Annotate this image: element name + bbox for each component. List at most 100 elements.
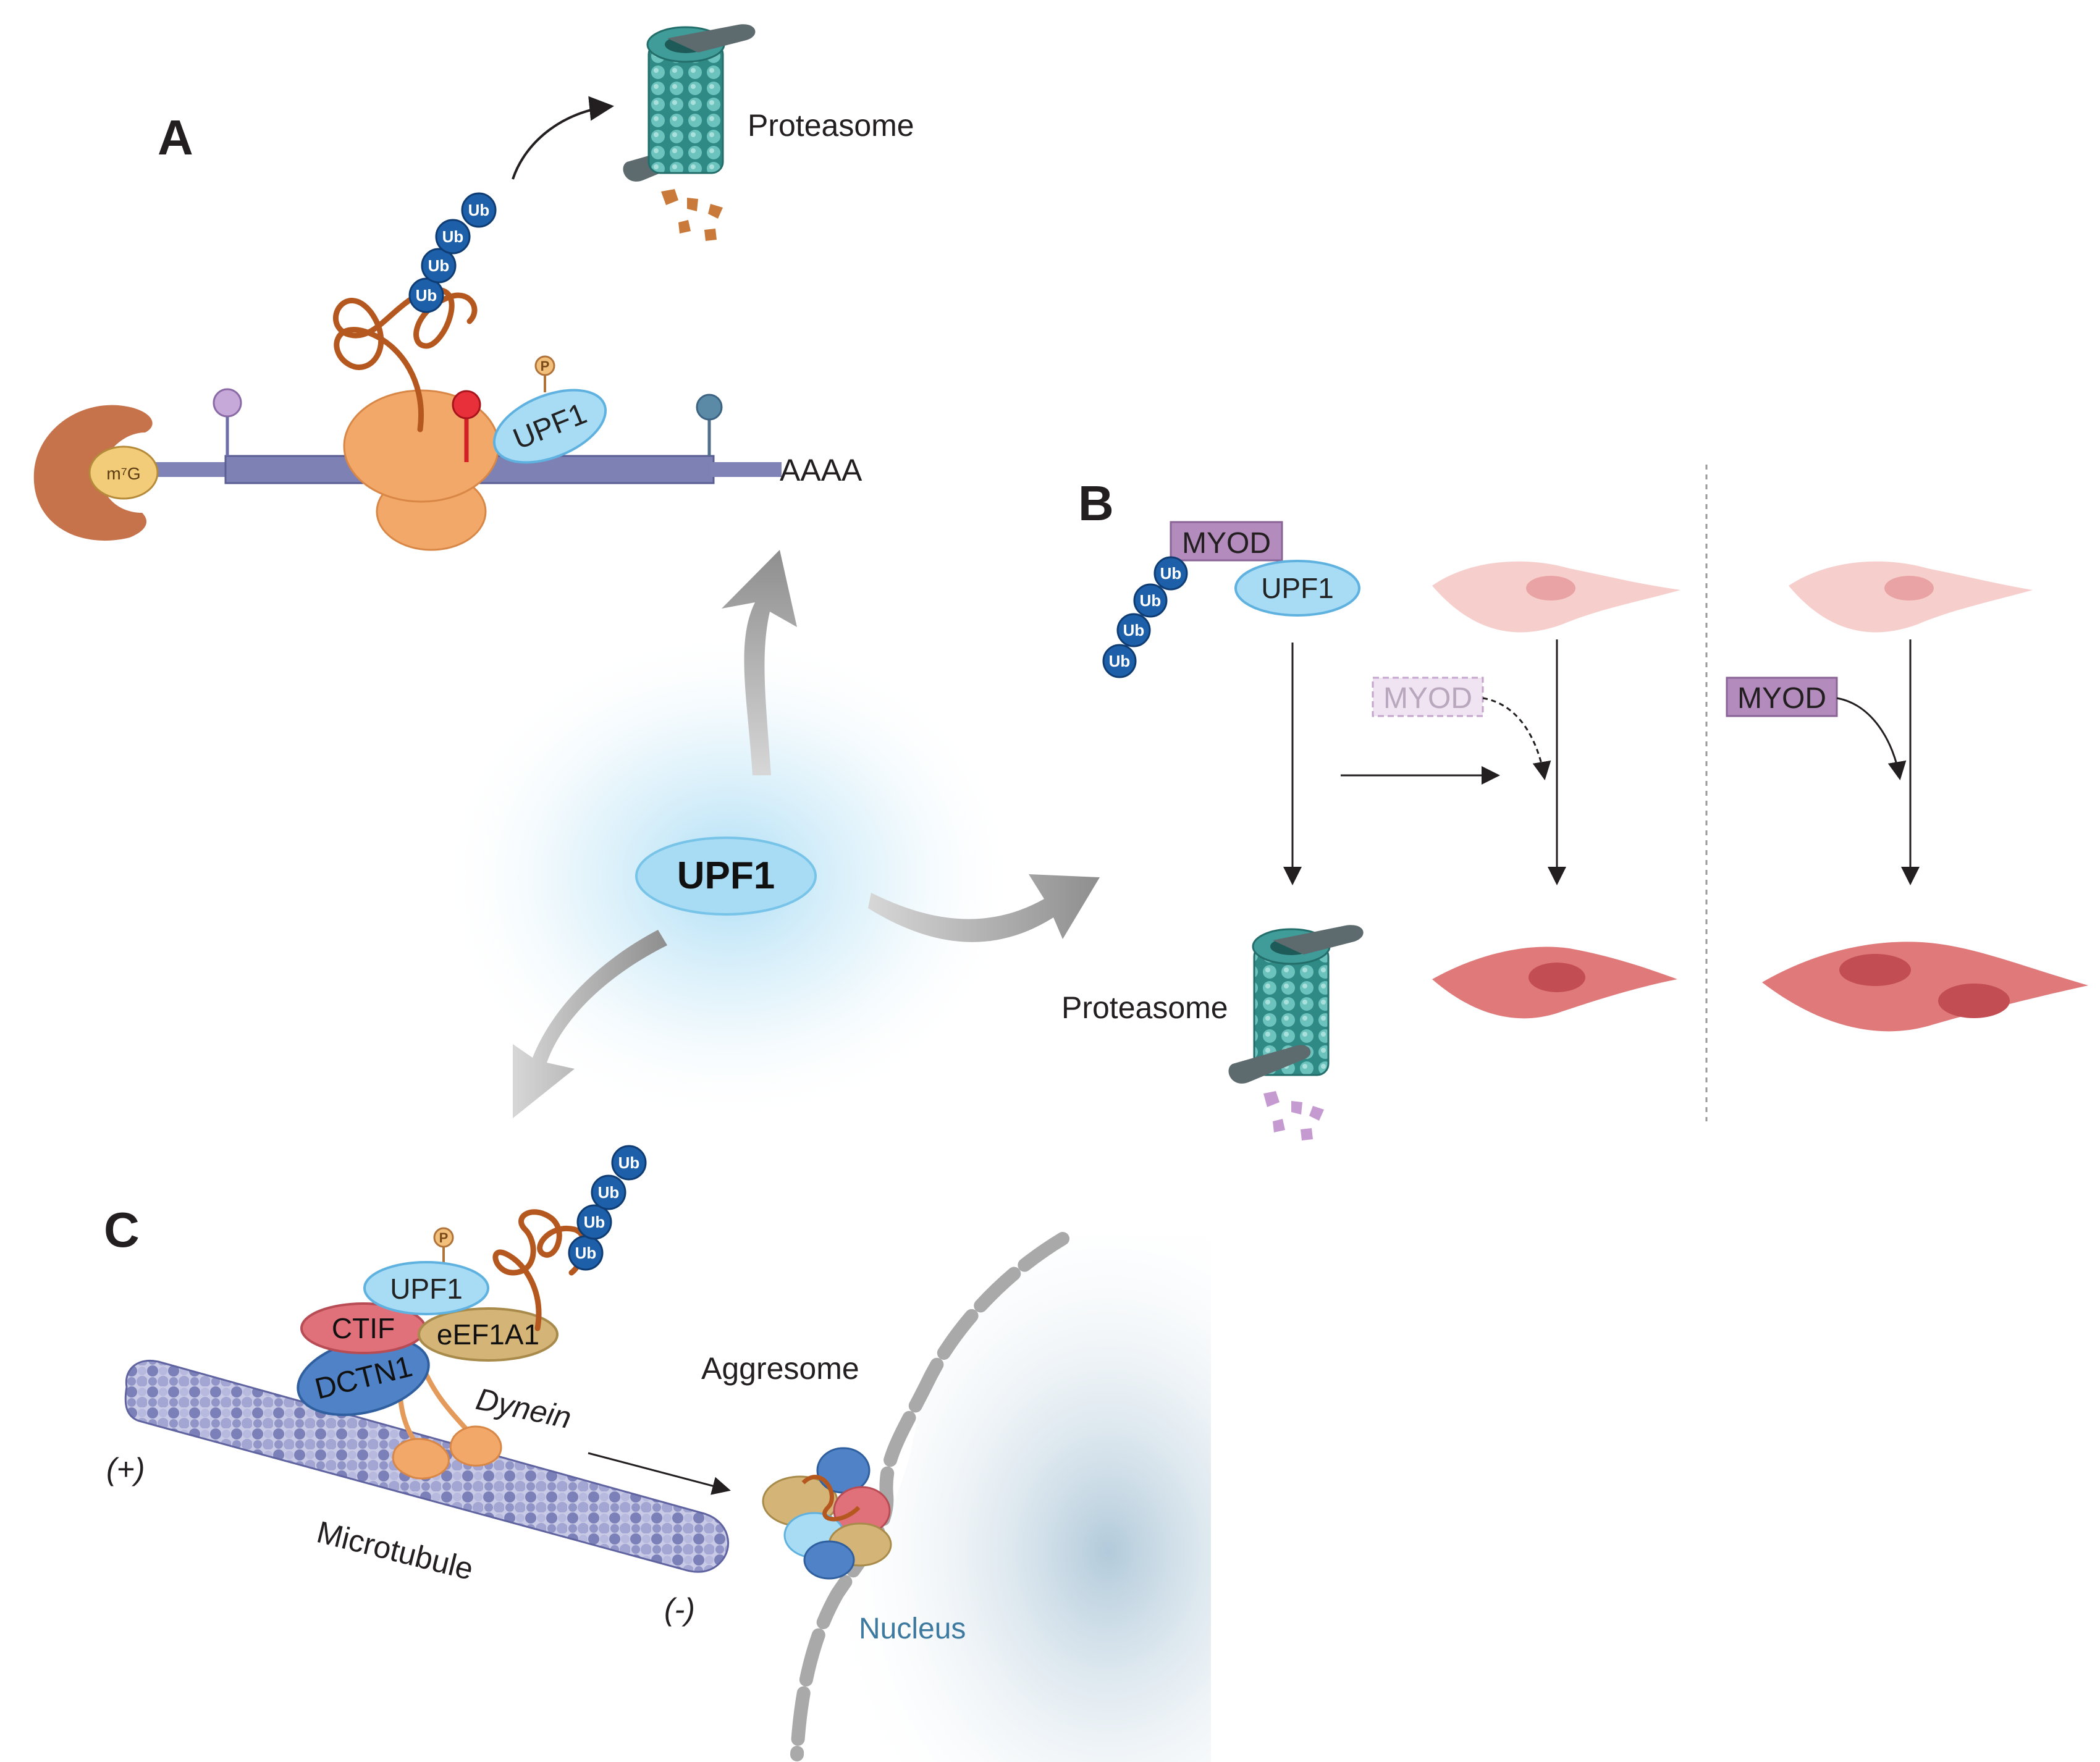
peptide-fragment-b-2 bbox=[1291, 1101, 1302, 1115]
peptide-fragment-a-1 bbox=[661, 189, 678, 205]
microtubule-label: Microtubule bbox=[313, 1514, 476, 1587]
arrow-to-panel-b bbox=[868, 874, 1100, 942]
myod-label-faded: MYOD bbox=[1383, 682, 1472, 715]
proteasome-b bbox=[1228, 925, 1364, 1140]
peptide-fragment-b-1 bbox=[1263, 1091, 1280, 1107]
panel-b: B MYOD UPF1 Ub Ub Ub Ub bbox=[1061, 465, 2088, 1140]
ubiquitin-c-4-label: Ub bbox=[618, 1153, 640, 1172]
ubiquitin-a-4-label: Ub bbox=[468, 201, 490, 219]
ubiquitin-c-1-label: Ub bbox=[575, 1244, 597, 1262]
stop-codon-marker bbox=[452, 390, 481, 419]
ejc-marker-2 bbox=[696, 394, 723, 421]
ubiquitin-a-2 bbox=[421, 248, 457, 284]
dynein-label: Dynein bbox=[473, 1381, 575, 1435]
nucleus-region bbox=[799, 1236, 1211, 1762]
ubiquitin-a-4 bbox=[461, 192, 497, 228]
dynein-foot-1 bbox=[392, 1438, 450, 1480]
proteasome-a-label: Proteasome bbox=[748, 108, 914, 143]
myotube-nucleus-middle-bottom bbox=[1529, 963, 1585, 992]
panel-c: C (+) (-) Microtubule Dynein DCTN1 CTIF … bbox=[104, 1145, 1211, 1762]
eef1a1-label: eEF1A1 bbox=[437, 1318, 539, 1351]
arrow-myod-faded-dashed bbox=[1482, 697, 1551, 780]
misfolded-peptide-c bbox=[492, 1209, 588, 1331]
upf1-protein-c bbox=[363, 1261, 489, 1315]
myoblast-nucleus-right-top bbox=[1884, 576, 1934, 601]
ubiquitin-b-2-label: Ub bbox=[1140, 591, 1162, 610]
myod-box-right bbox=[1726, 677, 1838, 717]
myod-box-faded bbox=[1372, 677, 1484, 717]
peptide-fragment-b-3 bbox=[1309, 1106, 1324, 1121]
upf1-phospho-a bbox=[534, 355, 555, 376]
aggresome-label: Aggresome bbox=[701, 1351, 859, 1386]
ubiquitin-c-4 bbox=[611, 1145, 647, 1181]
ubiquitin-b-1 bbox=[1153, 556, 1188, 591]
nucleus-label: Nucleus bbox=[859, 1612, 966, 1645]
nascent-peptide bbox=[332, 287, 478, 432]
arrow-to-panel-a bbox=[722, 550, 797, 775]
arrow-to-proteasome-a bbox=[512, 96, 614, 180]
ubiquitin-b-2 bbox=[1133, 583, 1168, 618]
microtubule-plus-end: (+) bbox=[106, 1452, 145, 1486]
panel-a-letter: A bbox=[158, 110, 193, 165]
upf1-phospho-c bbox=[433, 1227, 454, 1248]
panel-c-letter: C bbox=[104, 1202, 140, 1257]
ubiquitin-chain-a: Ub Ub Ub Ub bbox=[408, 192, 497, 313]
upf1-phospho-c-label: P bbox=[439, 1230, 449, 1246]
central-upf1-label: UPF1 bbox=[677, 854, 775, 897]
ubiquitin-b-4 bbox=[1102, 644, 1137, 678]
arrow-to-panel-c bbox=[513, 930, 667, 1118]
ubiquitin-b-3 bbox=[1116, 613, 1151, 647]
proteasome-b-label: Proteasome bbox=[1061, 990, 1228, 1025]
proteasome-a-cap-top bbox=[667, 24, 756, 53]
ctif-label: CTIF bbox=[332, 1312, 395, 1344]
ubiquitin-b-3-label: Ub bbox=[1123, 621, 1145, 639]
peptide-fragment-b-4 bbox=[1273, 1119, 1285, 1132]
eef1a1-protein bbox=[418, 1307, 559, 1362]
aggresome-blob-6 bbox=[803, 1540, 855, 1580]
m7g-cap bbox=[88, 445, 159, 500]
mrna-3utr bbox=[711, 462, 782, 477]
ubiquitin-a-2-label: Ub bbox=[428, 256, 450, 275]
peptide-fragment-a-3 bbox=[708, 204, 723, 219]
myoblast-nucleus-middle-top bbox=[1526, 576, 1575, 601]
ubiquitin-c-3-label: Ub bbox=[598, 1183, 620, 1202]
arrow-myod-right-curved bbox=[1836, 697, 1907, 780]
microtubule-minus-end: (-) bbox=[664, 1592, 695, 1627]
ubiquitin-chain-c: Ub Ub Ub Ub bbox=[568, 1145, 647, 1271]
myod-box-complex bbox=[1170, 521, 1283, 562]
ejc-marker-1 bbox=[213, 388, 242, 418]
myod-label-right: MYOD bbox=[1737, 682, 1826, 715]
myod-label-complex: MYOD bbox=[1182, 527, 1271, 560]
aggresome-blob-2 bbox=[816, 1447, 871, 1494]
proteasome-a bbox=[623, 24, 756, 241]
upf1-protein-a bbox=[492, 389, 607, 464]
upf1-protein-b bbox=[1234, 560, 1360, 617]
peptide-fragment-a-2 bbox=[687, 198, 698, 211]
aggresome-cluster bbox=[762, 1447, 892, 1580]
upf1-label-c: UPF1 bbox=[390, 1273, 463, 1305]
proteasome-b-cap-top bbox=[1273, 925, 1364, 955]
myotube-cell-right-bottom bbox=[1762, 942, 2088, 1032]
ubiquitin-a-3 bbox=[435, 219, 471, 255]
ubiquitin-c-3 bbox=[591, 1174, 626, 1210]
dynein-foot-2 bbox=[449, 1425, 502, 1467]
myotube-nucleus-right-1 bbox=[1839, 954, 1911, 986]
ubiquitin-chain-b: Ub Ub Ub Ub bbox=[1102, 556, 1188, 678]
peptide-fragment-a-4 bbox=[678, 220, 691, 234]
upf1-phospho-a-label: P bbox=[541, 358, 550, 374]
proteasome-b-cap-bottom bbox=[1228, 1045, 1311, 1084]
peptide-fragment-b-5 bbox=[1301, 1128, 1313, 1140]
aggresome-peptide bbox=[801, 1475, 861, 1522]
ubiquitin-a-1 bbox=[408, 277, 444, 313]
panel-a: A AAAA m⁷G P UPF1 Ub bbox=[33, 24, 914, 551]
peptide-fragment-a-5 bbox=[704, 229, 717, 241]
ubiquitin-b-1-label: Ub bbox=[1160, 564, 1182, 583]
nuclear-envelope bbox=[790, 1232, 1069, 1761]
ubiquitin-b-4-label: Ub bbox=[1109, 652, 1131, 670]
upf1-label-b: UPF1 bbox=[1261, 572, 1334, 604]
arrow-transport-to-aggresome bbox=[588, 1452, 731, 1495]
m7g-cap-label: m⁷G bbox=[106, 464, 140, 483]
myotube-nucleus-right-2 bbox=[1938, 984, 2010, 1018]
polya-tail-label: AAAA bbox=[780, 453, 862, 487]
